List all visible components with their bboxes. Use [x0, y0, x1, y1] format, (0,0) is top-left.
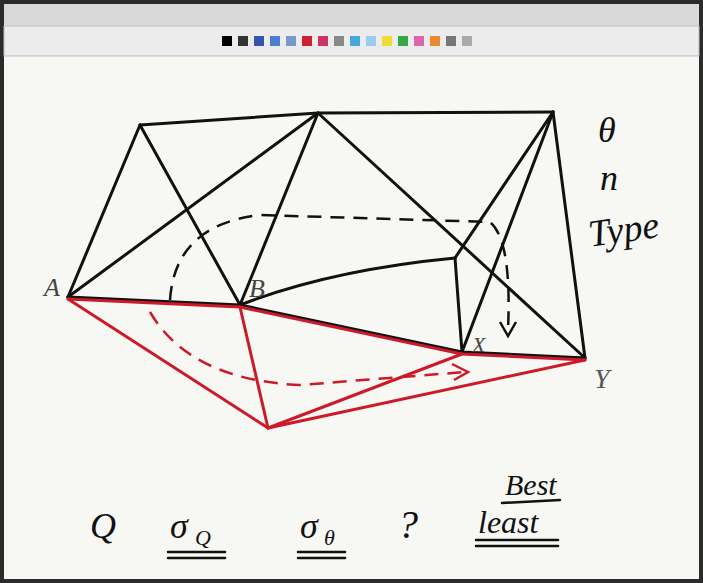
- question-mark: ?: [398, 505, 418, 545]
- point-label: B: [249, 276, 265, 302]
- note-label: Type: [586, 205, 662, 253]
- menu-bar: [4, 4, 699, 26]
- canvas: [4, 4, 699, 579]
- symbol-label: θ: [598, 112, 616, 148]
- symbol-label: σ: [300, 508, 318, 544]
- symbol-label: σ: [170, 508, 188, 544]
- point-label: A: [44, 275, 60, 301]
- color-swatches: [222, 36, 472, 46]
- truss-members: [68, 112, 585, 358]
- note-label: Best: [505, 470, 557, 500]
- symbol-label: n: [600, 160, 618, 196]
- toolbar: [4, 26, 699, 56]
- underlines: [168, 500, 560, 558]
- point-label: X: [472, 334, 485, 356]
- arrow-head: [500, 322, 516, 336]
- note-label: least: [478, 506, 538, 538]
- subscript-label: Q: [195, 527, 211, 549]
- arrow-head: [452, 364, 468, 380]
- point-label: Y: [594, 365, 610, 393]
- subscript-label: θ: [324, 527, 335, 549]
- load-path-arcs: [150, 215, 509, 385]
- symbol-label: Q: [90, 508, 116, 544]
